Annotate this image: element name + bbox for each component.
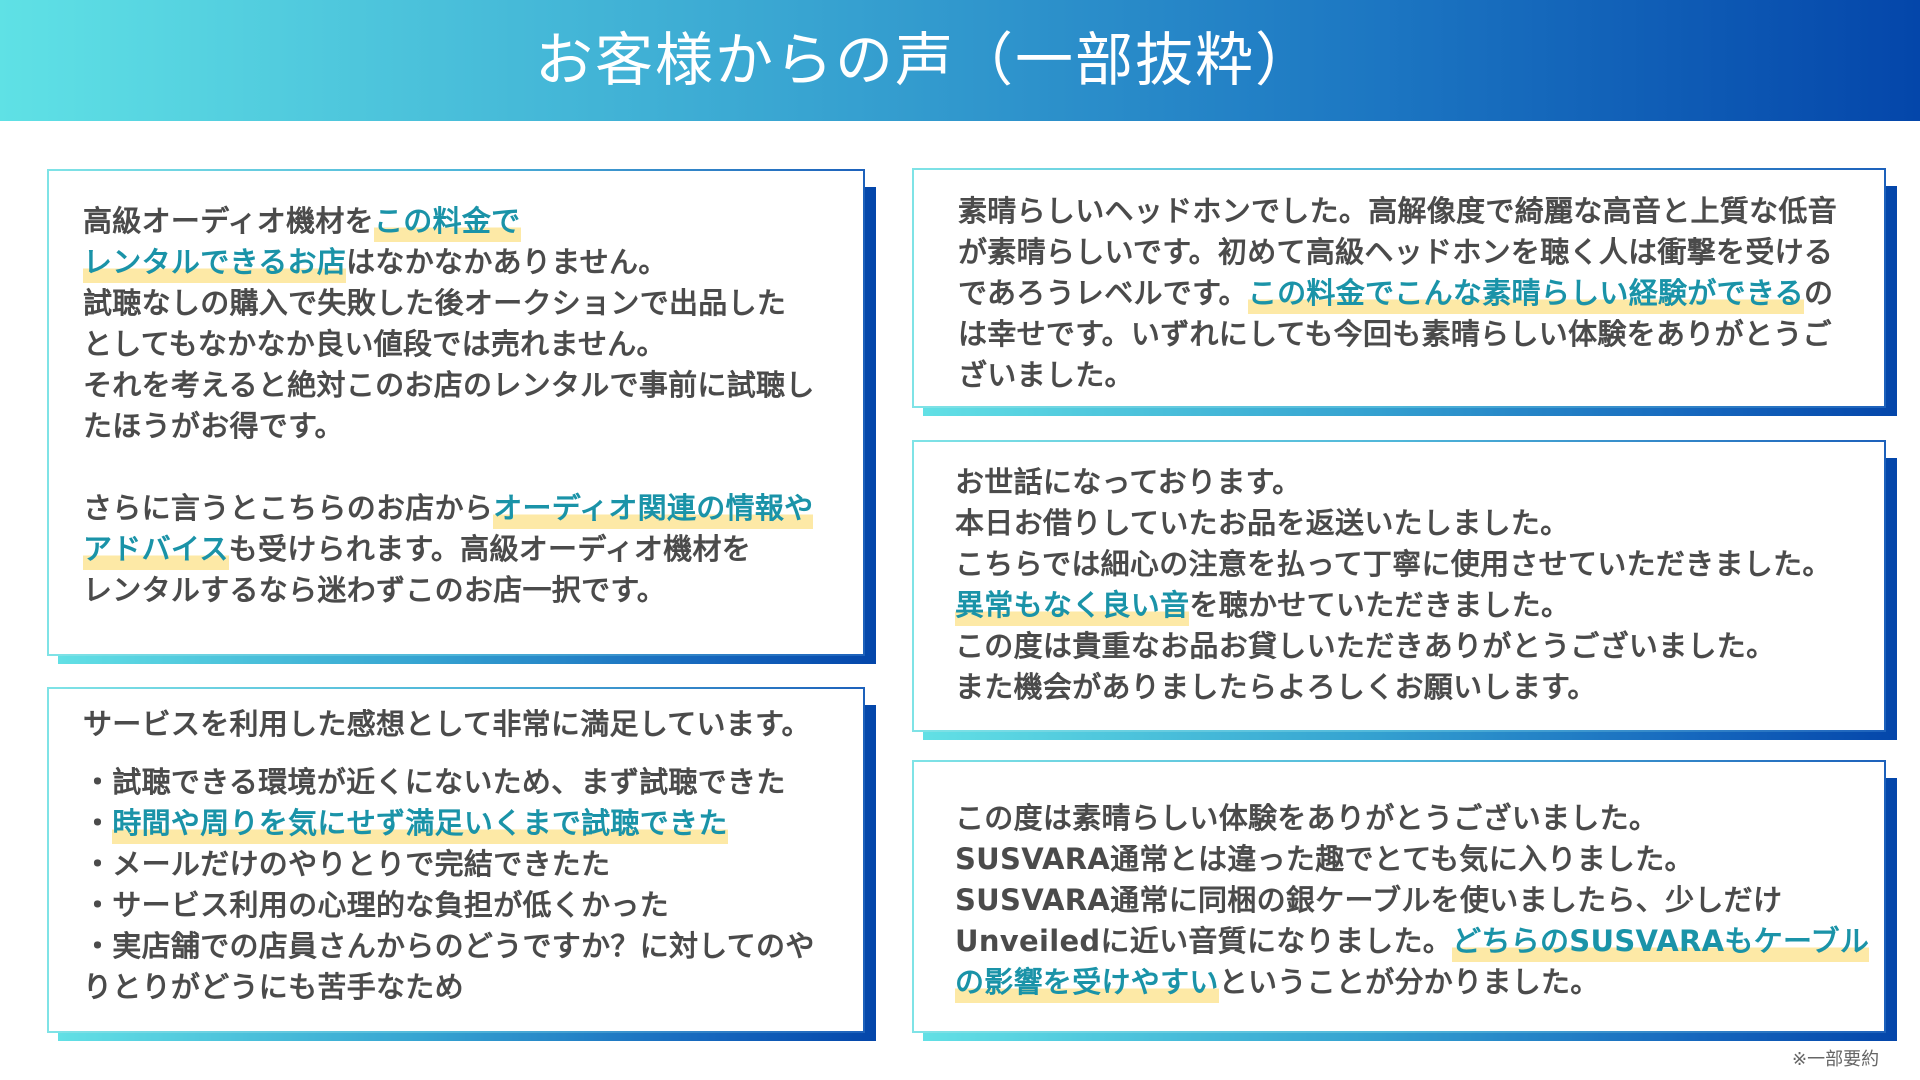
text-segment: ・実店舗での店員さんからのどうですか？に対してのや xyxy=(83,929,815,963)
text-line: ・メールだけのやりとりで完結できたた xyxy=(83,844,815,885)
text-line: ・実店舗での店員さんからのどうですか？に対してのや xyxy=(83,926,815,967)
review-card-2: 素晴らしいヘッドホンでした。高解像度で綺麗な高音と上質な低音が素晴らしいです。初… xyxy=(912,168,1897,416)
text-line: SUSVARA通常とは違った趣でとても気に入りました。 xyxy=(955,839,1869,880)
text-line: ざいました。 xyxy=(958,355,1837,396)
text-segment: ・サービス利用の心理的な負担が低くかった xyxy=(83,888,670,922)
text-segment: ・ xyxy=(83,806,113,840)
text-line: 高級オーディオ機材をこの料金で xyxy=(83,201,815,242)
text-segment: ・試聴できる環境が近くにないため、まず試聴できた xyxy=(83,765,786,799)
text-segment: 試聴なしの購入で失敗した後オークションで出品した xyxy=(83,286,787,320)
card-frame: 素晴らしいヘッドホンでした。高解像度で綺麗な高音と上質な低音が素晴らしいです。初… xyxy=(912,168,1886,408)
text-segment: さらに言うとこちらのお店から xyxy=(83,491,494,525)
text-segment: こちらでは細心の注意を払って丁寧に使用させていただきました。 xyxy=(955,547,1832,581)
text-line: であろうレベルです。この料金でこんな素晴らしい経験ができるの xyxy=(958,273,1837,314)
text-segment: それを考えると絶対このお店のレンタルで事前に試聴し xyxy=(83,368,815,402)
text-segment: 素晴らしいヘッドホンでした。高解像度で綺麗な高音と上質な低音 xyxy=(958,194,1838,228)
review-card-4: お世話になっております。本日お借りしていたお品を返送いたしました。こちらでは細心… xyxy=(912,440,1897,740)
text-line: レンタルするなら迷わずこのお店一択です。 xyxy=(83,570,815,611)
review-text: サービスを利用した感想として非常に満足しています。 ・試聴できる環境が近くにない… xyxy=(83,704,815,1008)
text-line: SUSVARA通常に同梱の銀ケーブルを使いましたら、少しだけ xyxy=(955,880,1869,921)
review-card-5: この度は素晴らしい体験をありがとうございました。 SUSVARA通常とは違った趣で… xyxy=(912,760,1897,1041)
highlighted-phrase: オーディオ関連の情報や xyxy=(493,491,814,529)
text-segment: この度は素晴らしい体験をありがとうございました。 xyxy=(955,801,1659,835)
card-frame: お世話になっております。本日お借りしていたお品を返送いたしました。こちらでは細心… xyxy=(912,440,1886,732)
review-bullet-list: ・試聴できる環境が近くにないため、まず試聴できた・時間や周りを気にせず満足いくま… xyxy=(83,762,815,1008)
highlighted-phrase: どちらのSUSVARAもケーブル xyxy=(1452,924,1870,962)
footnote: ※一部要約 xyxy=(1792,1049,1880,1070)
text-line: レンタルできるお店はなかなかありません。 xyxy=(83,242,815,283)
text-segment: 本日お借りしていたお品を返送いたしました。 xyxy=(955,506,1570,540)
text-segment: ・メールだけのやりとりで完結できたた xyxy=(83,847,611,881)
text-segment: また機会がありましたらよろしくお願いします。 xyxy=(955,670,1597,704)
text-line: 試聴なしの購入で失敗した後オークションで出品した xyxy=(83,283,815,324)
text-segment: ということが分かりました。 xyxy=(1218,965,1600,999)
review-card-3: サービスを利用した感想として非常に満足しています。 ・試聴できる環境が近くにない… xyxy=(47,687,876,1041)
review-text: お世話になっております。本日お借りしていたお品を返送いたしました。こちらでは細心… xyxy=(955,462,1832,708)
text-segment: たほうがお得です。 xyxy=(83,409,344,443)
text-line: の影響を受けやすいということが分かりました。 xyxy=(955,962,1869,1003)
text-line: たほうがお得です。 xyxy=(83,406,815,447)
highlighted-phrase: 時間や周りを気にせず満足いくまで試聴できた xyxy=(112,806,728,844)
text-line: それを考えると絶対このお店のレンタルで事前に試聴し xyxy=(83,365,815,406)
card-frame: 高級オーディオ機材をこの料金でレンタルできるお店はなかなかありません。試聴なしの… xyxy=(47,169,865,656)
text-segment: この度は貴重なお品お貸しいただきありがとうございました。 xyxy=(955,629,1776,663)
highlighted-phrase: この料金で xyxy=(373,204,521,242)
text-line: この度は素晴らしい体験をありがとうございました。 xyxy=(955,798,1869,839)
text-segment: お世話になっております。 xyxy=(955,465,1302,499)
text-line: アドバイスも受けられます。高級オーディオ機材を xyxy=(83,529,815,570)
text-line: りとりがどうにも苦手なため xyxy=(83,967,815,1008)
text-segment: 高級オーディオ機材を xyxy=(83,204,374,238)
text-line: ・試聴できる環境が近くにないため、まず試聴できた xyxy=(83,762,815,803)
text-segment: はなかなかありません。 xyxy=(346,245,668,279)
card-frame: サービスを利用した感想として非常に満足しています。 ・試聴できる環境が近くにない… xyxy=(47,687,865,1033)
highlighted-phrase: 異常もなく良い音 xyxy=(955,588,1190,626)
text-line: 本日お借りしていたお品を返送いたしました。 xyxy=(955,503,1832,544)
page-header: お客様からの声（一部抜粋） xyxy=(0,0,1920,121)
text-line: 素晴らしいヘッドホンでした。高解像度で綺麗な高音と上質な低音 xyxy=(958,191,1837,232)
text-segment: を聴かせていただきました。 xyxy=(1189,588,1571,622)
text-line: としてもなかなか良い値段では売れません。 xyxy=(83,324,815,365)
review-intro: サービスを利用した感想として非常に満足しています。 xyxy=(83,707,811,741)
highlighted-phrase: レンタルできるお店 xyxy=(83,245,347,283)
text-line: お世話になっております。 xyxy=(955,462,1832,503)
text-line: さらに言うとこちらのお店からオーディオ関連の情報や xyxy=(83,488,815,529)
highlighted-phrase: アドバイス xyxy=(83,532,229,570)
text-line: また機会がありましたらよろしくお願いします。 xyxy=(955,667,1832,708)
text-segment: であろうレベルです。 xyxy=(958,276,1248,310)
text-segment: が素晴らしいです。初めて高級ヘッドホンを聴く人は衝撃を受ける xyxy=(958,235,1834,269)
review-text: 高級オーディオ機材をこの料金でレンタルできるお店はなかなかありません。試聴なしの… xyxy=(83,201,815,611)
text-segment: りとりがどうにも苦手なため xyxy=(83,970,464,1004)
highlighted-phrase: この料金でこんな素晴らしい経験ができる xyxy=(1247,276,1804,314)
text-segment: ざいました。 xyxy=(958,358,1134,392)
text-line: が素晴らしいです。初めて高級ヘッドホンを聴く人は衝撃を受ける xyxy=(958,232,1837,273)
review-text: この度は素晴らしい体験をありがとうございました。 SUSVARA通常とは違った趣で… xyxy=(955,798,1870,1003)
review-card-1: 高級オーディオ機材をこの料金でレンタルできるお店はなかなかありません。試聴なしの… xyxy=(47,169,876,664)
page-title: お客様からの声（一部抜粋） xyxy=(534,26,1315,94)
text-segment: レンタルするなら迷わずこのお店一択です。 xyxy=(83,573,667,607)
text-line: 異常もなく良い音を聴かせていただきました。 xyxy=(955,585,1832,626)
text-segment: も受けられます。高級オーディオ機材を xyxy=(228,532,752,566)
card-frame: この度は素晴らしい体験をありがとうございました。 SUSVARA通常とは違った趣で… xyxy=(912,760,1886,1033)
text-segment: SUSVARA通常とは違った趣でとても気に入りました。 xyxy=(955,842,1694,876)
text-segment: としてもなかなか良い値段では売れません。 xyxy=(83,327,666,361)
text-line: Unveiledに近い音質になりました。どちらのSUSVARAもケーブル xyxy=(955,921,1870,962)
text-segment: は幸せです。いずれにしても今回も素晴らしい体験をありがとうご xyxy=(958,317,1832,351)
text-line: この度は貴重なお品お貸しいただきありがとうございました。 xyxy=(955,626,1832,667)
text-line: こちらでは細心の注意を払って丁寧に使用させていただきました。 xyxy=(955,544,1832,585)
blank-line xyxy=(83,447,815,488)
text-segment: Unveiledに近い音質になりました。 xyxy=(955,924,1453,958)
highlighted-phrase: の影響を受けやすい xyxy=(955,965,1219,1003)
text-line: は幸せです。いずれにしても今回も素晴らしい体験をありがとうご xyxy=(958,314,1837,355)
text-segment: SUSVARA通常に同梱の銀ケーブルを使いましたら、少しだけ xyxy=(955,883,1783,917)
text-segment: の xyxy=(1803,276,1834,310)
text-line: ・時間や周りを気にせず満足いくまで試聴できた xyxy=(83,803,815,844)
review-text: 素晴らしいヘッドホンでした。高解像度で綺麗な高音と上質な低音が素晴らしいです。初… xyxy=(958,191,1837,396)
text-line: ・サービス利用の心理的な負担が低くかった xyxy=(83,885,815,926)
